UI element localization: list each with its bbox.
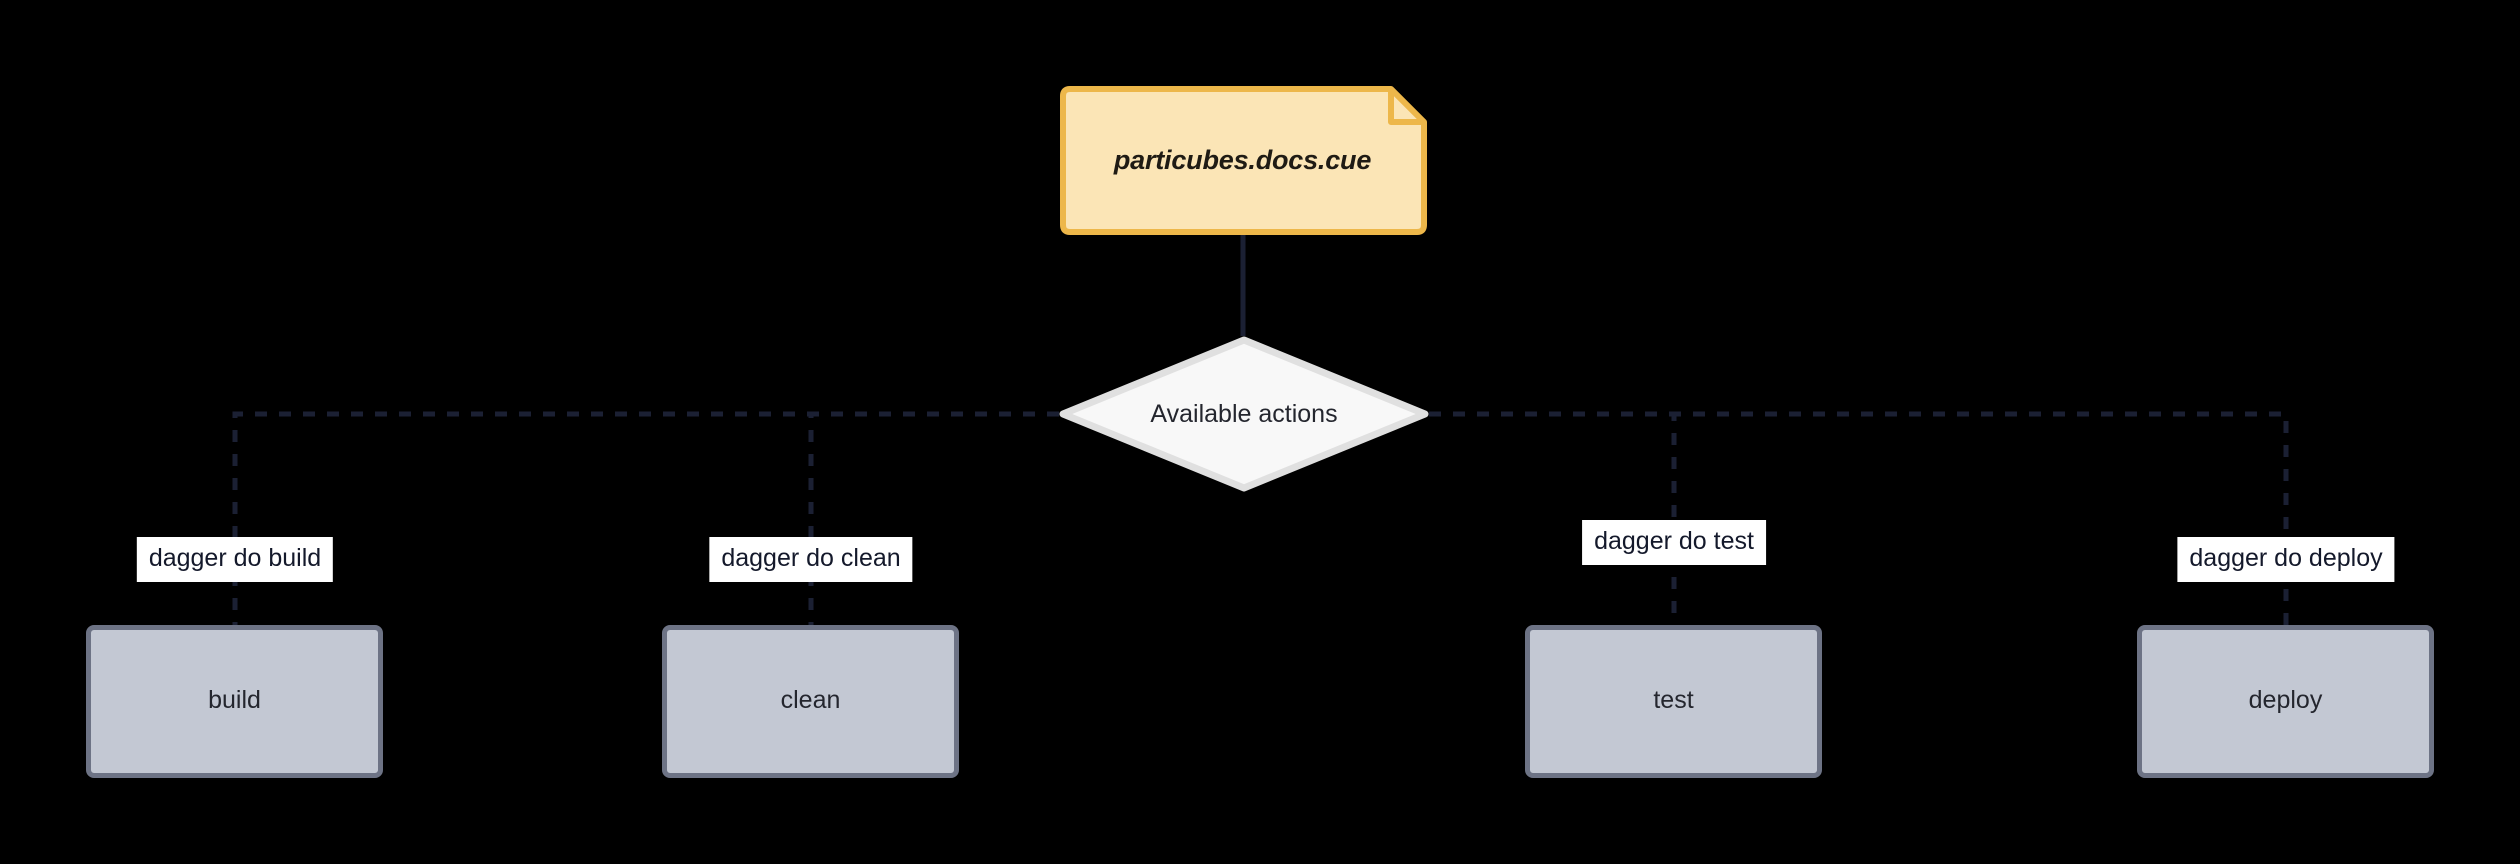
edge-label-dagger-do-deploy: dagger do deploy xyxy=(2177,537,2395,582)
edge-decision-to-clean xyxy=(808,411,1059,625)
action-node-clean[interactable]: clean xyxy=(662,625,959,778)
note-node-particubes-docs-cue[interactable]: particubes.docs.cue xyxy=(1058,86,1427,235)
action-node-build[interactable]: build xyxy=(86,625,383,778)
edge-decision-to-build xyxy=(232,411,1059,625)
action-node-test[interactable]: test xyxy=(1525,625,1822,778)
edge-label-dagger-do-clean: dagger do clean xyxy=(709,537,913,582)
edge-decision-to-deploy xyxy=(1429,411,2289,625)
action-label-clean: clean xyxy=(780,686,841,714)
action-node-deploy[interactable]: deploy xyxy=(2137,625,2434,778)
decision-label: Available actions xyxy=(1150,399,1338,428)
edge-label-dagger-do-test: dagger do test xyxy=(1582,520,1766,565)
edge-label-dagger-do-build: dagger do build xyxy=(136,537,334,582)
decision-node-available-actions[interactable]: Available actions xyxy=(1059,336,1429,492)
action-label-build: build xyxy=(208,686,261,714)
action-label-deploy: deploy xyxy=(2248,686,2323,714)
action-label-test: test xyxy=(1653,686,1694,714)
diamond-shape xyxy=(1059,336,1429,492)
note-label: particubes.docs.cue xyxy=(1113,145,1372,175)
note-shape xyxy=(1060,86,1427,235)
